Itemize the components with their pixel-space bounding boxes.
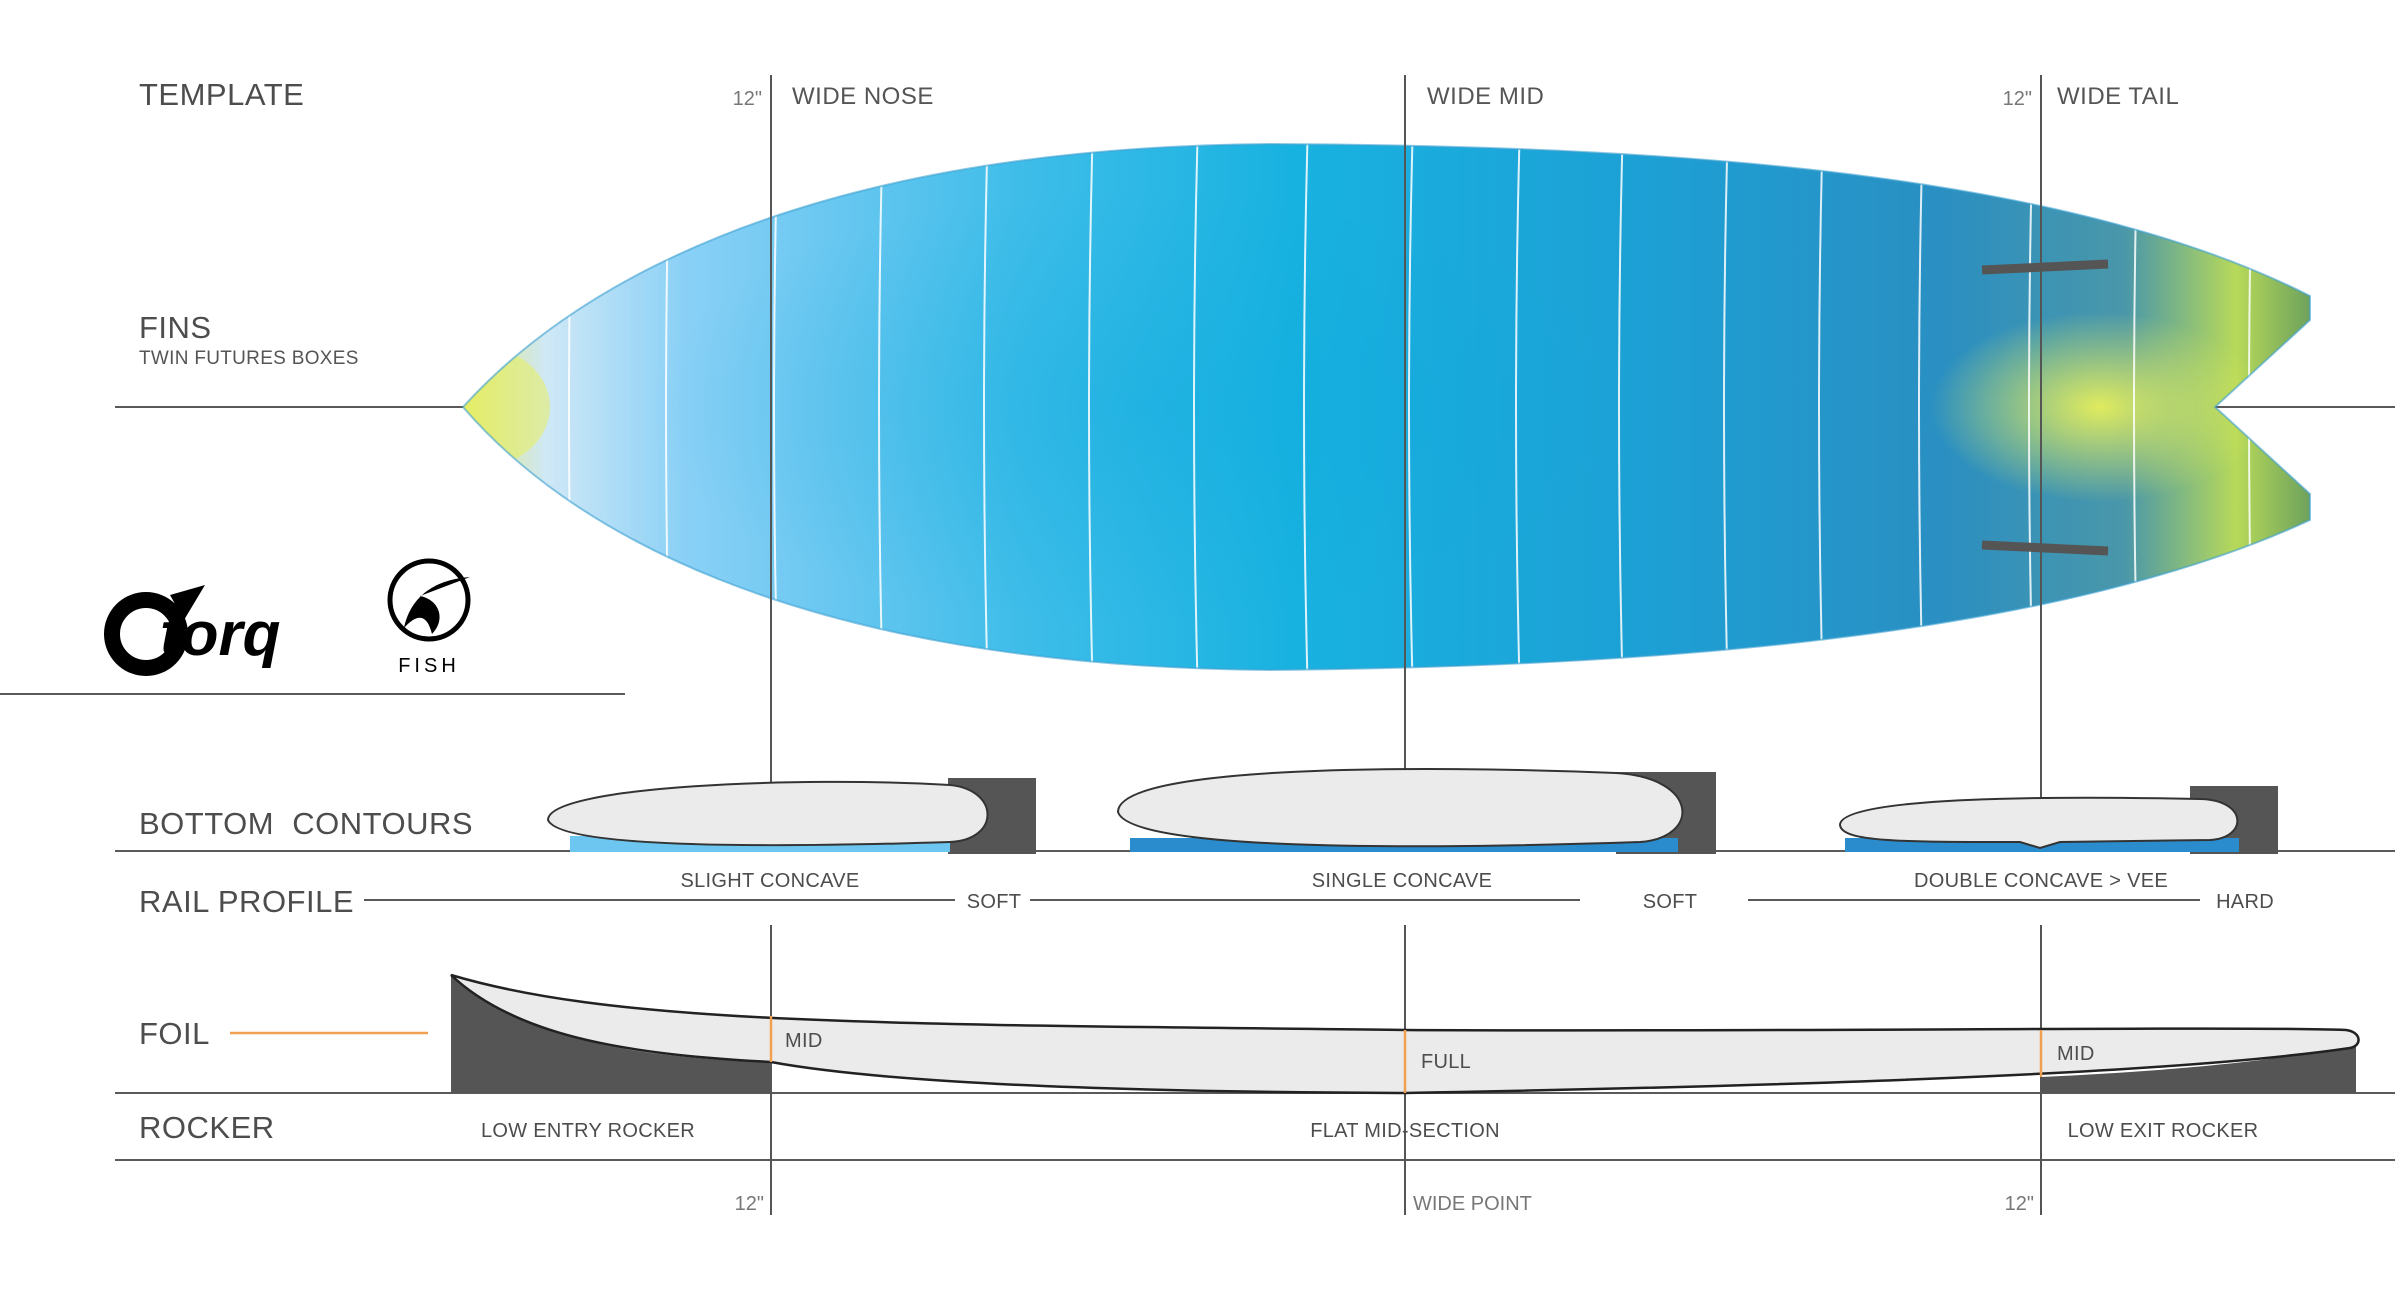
section-title-bottom-contours: BOTTOM CONTOURS: [139, 806, 473, 841]
bottom-contours: [546, 768, 2278, 854]
section-title-rail-profile: RAIL PROFILE: [139, 884, 354, 919]
tail-measure: 12": [2003, 88, 2032, 110]
board-panel-line: [1818, 144, 1824, 670]
board-template: [461, 142, 2311, 672]
contour-label-tail: DOUBLE CONCAVE > VEE: [1914, 870, 2168, 892]
contour-label-nose: SLIGHT CONCAVE: [680, 870, 859, 892]
fish-logo: FISH: [387, 558, 471, 677]
foil-label-tail: MID: [2057, 1043, 2095, 1065]
foil-label-nose: MID: [785, 1030, 823, 1052]
rail-label-nose: SOFT: [967, 891, 1022, 913]
contour-nose: [546, 778, 1036, 854]
rocker-label-exit: LOW EXIT ROCKER: [2068, 1120, 2259, 1142]
board-panel-line: [1515, 144, 1521, 670]
board-panel-line: [1618, 144, 1624, 670]
fins-subtitle: TWIN FUTURES BOXES: [139, 348, 359, 369]
nose-measure: 12": [733, 88, 762, 110]
board-panel-line: [983, 144, 989, 670]
contour-tail: [1838, 786, 2278, 854]
board-panel-line: [1088, 144, 1094, 670]
tail-marker-label: WIDE TAIL: [2057, 83, 2179, 110]
bottom-axis-center: WIDE POINT: [1413, 1193, 1532, 1215]
rocker-label-mid: FLAT MID-SECTION: [1310, 1120, 1500, 1142]
torq-logo: torq: [104, 585, 281, 676]
contour-mid: [1116, 768, 1716, 854]
board-panel-line: [1918, 144, 1924, 670]
section-title-template: TEMPLATE: [139, 77, 304, 112]
fin-box-bottom: [1981, 540, 2109, 556]
bottom-axis-right: 12": [2005, 1193, 2034, 1215]
foil-label-mid: FULL: [1421, 1051, 1471, 1073]
board-panel-line: [1193, 144, 1199, 670]
rocker-label-entry: LOW ENTRY ROCKER: [481, 1120, 695, 1142]
nose-marker-label: WIDE NOSE: [792, 83, 934, 110]
foil-rocker-profile: [450, 973, 2360, 1095]
marlin-icon: [404, 577, 470, 634]
section-title-fins: FINS: [139, 310, 212, 345]
section-title-rocker: ROCKER: [139, 1110, 275, 1145]
board-panel-line: [2248, 144, 2254, 670]
fin-box-top: [1981, 259, 2109, 275]
board-panel-line: [878, 144, 884, 670]
mid-marker-label: WIDE MID: [1427, 83, 1544, 110]
contour-label-mid: SINGLE CONCAVE: [1312, 870, 1493, 892]
board-panel-line: [1723, 144, 1729, 670]
rail-label-tail: HARD: [2216, 891, 2274, 913]
brand-wordmark: torq: [160, 600, 281, 669]
section-title-foil: FOIL: [139, 1016, 210, 1051]
model-wordmark: FISH: [398, 655, 460, 677]
bottom-axis-left: 12": [735, 1193, 764, 1215]
rail-label-mid: SOFT: [1643, 891, 1698, 913]
board-panel-line: [1303, 144, 1309, 670]
board-panel-line: [1408, 144, 1414, 670]
